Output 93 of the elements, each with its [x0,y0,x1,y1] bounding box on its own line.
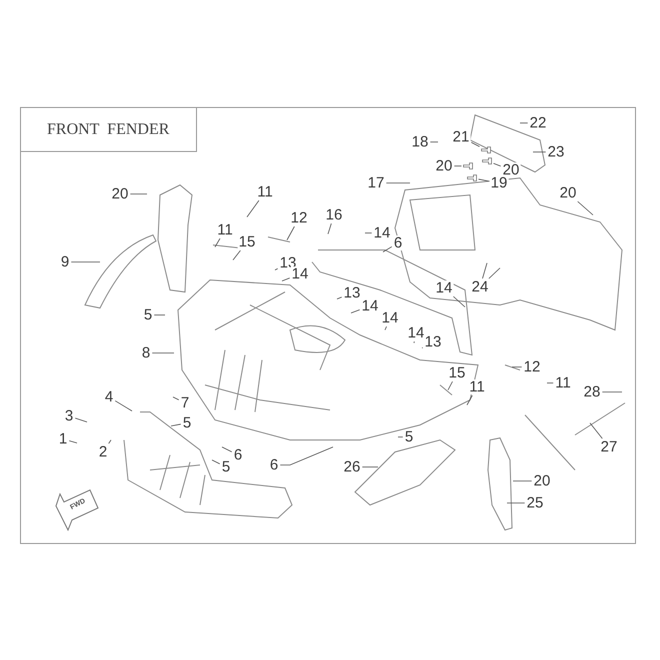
screw-drawing [482,157,492,165]
callout-number: 6 [392,236,404,250]
leader-line [488,268,500,279]
callout-number: 14 [434,280,454,296]
callout-number: 5 [142,308,154,322]
callout-number: 14 [290,266,310,282]
leader-line [590,422,603,439]
leader-line [282,278,290,282]
leader-line [448,381,453,390]
leader-line [68,440,78,444]
callout-number: 20 [502,162,520,178]
callout-number: 8 [140,346,152,360]
screw-drawing [480,146,492,154]
leader-line [398,436,404,438]
callout-number: 18 [410,134,430,150]
callout-number: 22 [528,116,548,130]
leader-line [478,178,490,182]
leader-line [286,226,295,240]
callout-number: 7 [180,396,190,410]
diagram-title: FRONT FENDER [47,120,170,138]
callout-number: 6 [232,448,244,462]
callout-number: 5 [182,416,192,430]
leader-line [512,480,532,482]
leader-line [336,296,342,300]
leader-line [74,418,88,422]
callout-number: 14 [360,298,380,314]
leader-line [108,440,112,444]
callout-number: 24 [470,280,490,294]
leader-line [470,142,480,147]
leader-line [512,366,522,368]
callout-number: 17 [366,176,386,190]
leader-line [382,246,392,252]
callout-number: 26 [342,460,362,474]
leader-line [482,262,488,279]
callout-number: 13 [342,286,362,300]
callout-number: 1 [58,432,68,446]
leader-line [154,314,166,316]
callout-number: 20 [532,474,552,488]
callout-number: 3 [64,408,74,424]
leader-line [172,396,180,400]
leader-line [246,200,260,218]
leader-line [328,223,332,234]
callout-number: 4 [104,390,114,404]
callout-number: 11 [256,184,274,200]
leader-line [386,182,410,184]
callout-number: 2 [98,444,108,460]
leader-line [506,502,526,504]
callout-number: 14 [406,326,426,340]
callout-number: 15 [238,234,256,250]
leader-line [114,400,132,412]
leader-line [214,238,220,248]
callout-number: 11 [216,222,234,238]
callout-number: 5 [404,430,414,444]
leader-line [364,232,372,234]
callout-number: 27 [600,440,618,454]
callout-number: 6 [268,458,280,472]
callout-number: 12 [290,210,308,226]
callout-number: 9 [60,254,70,270]
callout-number: 14 [380,310,400,326]
callout-number: 15 [448,366,466,380]
leader-line [466,395,473,406]
leader-line [170,424,182,426]
leader-line [350,309,360,314]
leader-line [212,460,220,464]
callout-number: 20 [434,158,454,174]
callout-number: 28 [582,384,602,400]
leader-line [280,446,334,466]
callout-number: 13 [424,334,442,350]
leader-line [222,446,232,452]
leader-line [453,296,466,308]
callout-number: 16 [324,208,344,222]
callout-number: 19 [490,176,508,190]
leader-line [493,163,502,166]
leader-line [362,466,378,468]
leader-line [232,250,241,260]
leader-line [520,122,528,124]
callout-number: 11 [554,376,572,390]
callout-number: 14 [372,226,392,240]
callout-number: 11 [468,380,486,394]
leader-line [274,268,278,270]
callout-number: 21 [452,130,470,144]
callout-number: 25 [526,496,544,510]
leader-line [546,382,554,384]
leader-line [152,352,174,354]
callout-number: 20 [110,186,130,202]
callout-number: 23 [546,144,566,160]
screw-drawing [466,174,478,182]
callout-number: 12 [522,360,542,374]
callout-number: 20 [558,186,578,200]
screw-drawing [462,162,474,170]
callout-number: 5 [220,460,232,474]
leader-line [384,326,387,330]
leader-line [577,201,594,216]
